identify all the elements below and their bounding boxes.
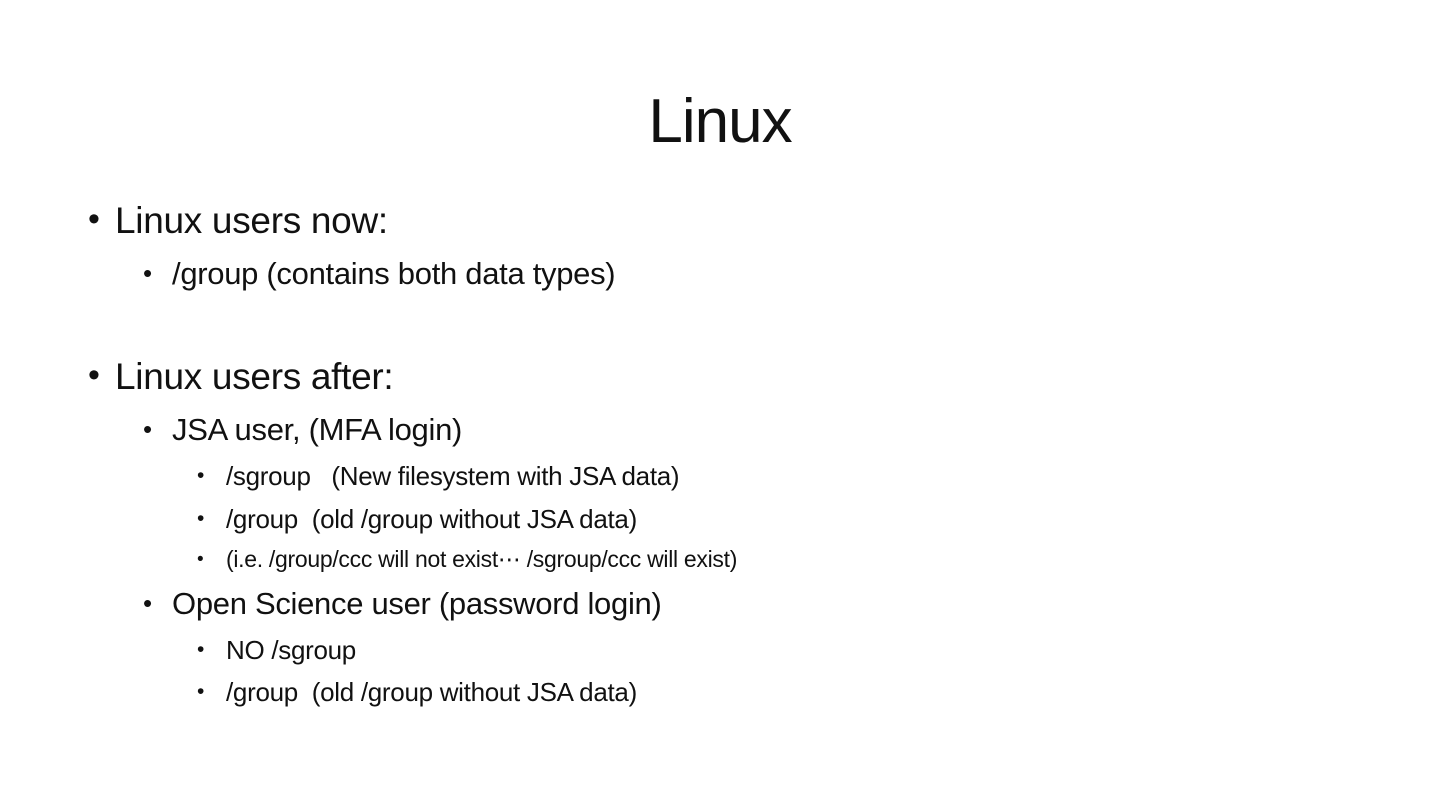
slide-title: Linux: [648, 87, 792, 156]
bullet-line-group-old-without-jsa-2: /group (old /group without JSA data): [197, 676, 1380, 710]
bullet-icon: [88, 353, 115, 399]
bullet-text: (i.e. /group/ccc will not exist⋯ /sgroup…: [226, 546, 738, 573]
bullet-line-linux-users-after: Linux users after:: [88, 353, 1380, 401]
bullet-line-group-both-types: /group (contains both data types): [143, 254, 1380, 294]
bullet-text: JSA user, (MFA login): [172, 412, 463, 448]
bullet-line-ie-group-ccc: (i.e. /group/ccc will not exist⋯ /sgroup…: [197, 545, 1380, 575]
bullet-text: Linux users after:: [115, 356, 394, 398]
bullet-icon: [197, 503, 226, 536]
bullet-icon: [197, 634, 226, 667]
bullet-icon: [197, 545, 226, 574]
bullet-line-group-old-without-jsa-1: /group (old /group without JSA data): [197, 503, 1380, 537]
bullet-text: NO /sgroup: [226, 634, 356, 665]
bullet-text: /group (contains both data types): [172, 256, 616, 292]
blank-line-spacer: [88, 303, 1380, 353]
bullet-text: Open Science user (password login): [172, 586, 662, 622]
bullet-icon: [197, 460, 226, 493]
slide-body: Linux users now: /group (contains both d…: [88, 197, 1380, 719]
bullet-icon: [88, 197, 115, 243]
bullet-icon: [143, 254, 172, 293]
bullet-line-linux-users-now: Linux users now:: [88, 197, 1380, 245]
bullet-line-sgroup-new-filesystem: /sgroup (New filesystem with JSA data): [197, 460, 1380, 494]
bullet-text: Linux users now:: [115, 200, 388, 241]
bullet-text: /sgroup (New filesystem with JSA data): [226, 460, 680, 491]
bullet-text: /group (old /group without JSA data): [226, 503, 637, 534]
bullet-icon: [143, 410, 172, 449]
bullet-text: /group (old /group without JSA data): [226, 677, 637, 708]
bullet-line-no-sgroup: NO /sgroup: [197, 634, 1380, 668]
bullet-icon: [197, 676, 226, 709]
bullet-line-open-science-user: Open Science user (password login): [143, 584, 1380, 624]
bullet-icon: [143, 584, 172, 623]
bullet-line-jsa-user: JSA user, (MFA login): [143, 410, 1380, 450]
